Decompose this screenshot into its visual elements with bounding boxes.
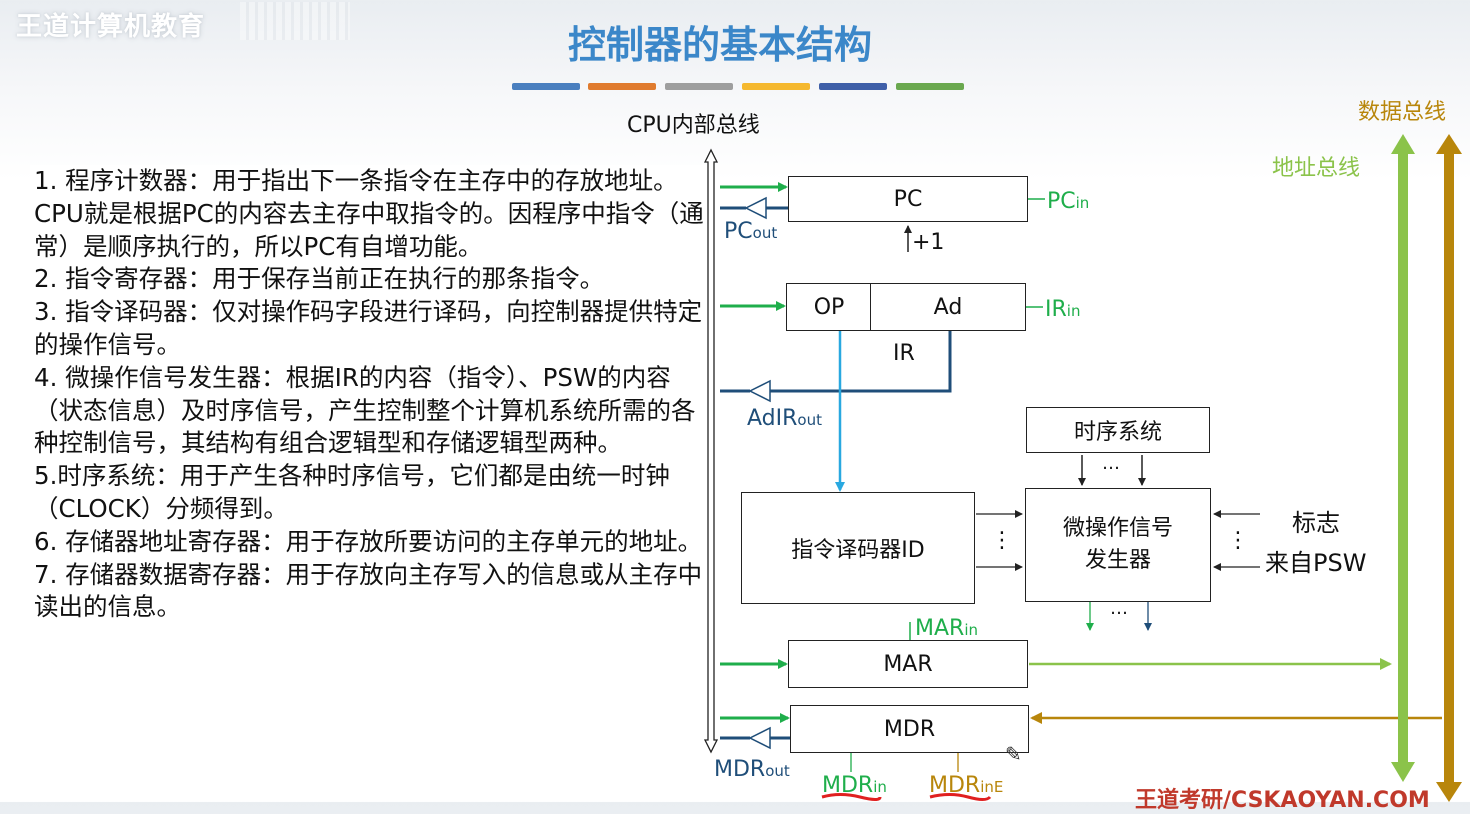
mdr-out-gate [748, 726, 771, 750]
pc-out-gate [744, 196, 767, 220]
ad-ir-out-gate [748, 379, 771, 403]
ir-register-label: IR [893, 341, 915, 366]
micro-op-label-line2: 发生器 [1084, 548, 1151, 573]
brand-logo-ghost [240, 2, 350, 40]
ad-ir-out-signal: AdIRout [747, 406, 822, 431]
ir-op-field: OP [786, 283, 872, 331]
annotation-mark-1 [821, 793, 882, 801]
mar-in-signal: MARin [915, 616, 979, 641]
increment-label: +1 [912, 230, 945, 255]
mdr-out-signal: MDRout [714, 757, 790, 782]
desc-item-id: 3. 指令译码器：仅对操作码字段进行译码，向控制器提供特定的操作信号。 [34, 297, 703, 359]
title-strip-2 [588, 83, 656, 90]
title-strip-6 [896, 83, 964, 90]
timing-dots: … [1102, 453, 1120, 474]
title-strip-1 [512, 83, 580, 90]
micro-output-dots: … [1110, 598, 1128, 619]
title-strip-5 [819, 83, 887, 90]
flag-label: 标志 [1292, 509, 1340, 537]
title-strip-4 [742, 83, 810, 90]
address-bus-label: 地址总线 [1272, 156, 1361, 181]
pc-register-label: PC [893, 186, 923, 212]
cpu-internal-bus-label: CPU内部总线 [627, 113, 760, 138]
annotation-mark-2 [929, 793, 992, 801]
timing-system-label: 时序系统 [1073, 420, 1162, 445]
desc-item-timing: 5.时序系统：用于产生各种时序信号，它们都是由统一时钟（CLOCK）分频得到。 [34, 461, 670, 523]
page-title: 控制器的基本结构 [568, 23, 873, 67]
ir-op-label: OP [813, 294, 845, 320]
timing-system-box: 时序系统 [1026, 407, 1210, 453]
flag-vdots: ⋮ [1227, 528, 1249, 553]
desc-item-mdr: 7. 存储器数据寄存器：用于存放向主存写入的信息或从主存中读出的信息。 [34, 559, 703, 622]
mdr-register: MDR [790, 705, 1029, 753]
data-bus [1436, 134, 1462, 802]
pencil-icon: ✎ [1005, 742, 1022, 766]
ir-in-signal: IRin [1045, 297, 1081, 322]
micro-op-generator-box: 微操作信号 发生器 [1025, 488, 1211, 602]
pc-out-signal: PCout [724, 219, 778, 244]
mdr-in-signal: MDRin [822, 773, 887, 798]
desc-item-micro: 4. 微操作信号发生器：根据IR的内容（指令）、PSW的内容（状态信息）及时序信… [34, 362, 696, 458]
mdr-ine-signal: MDRinE [929, 773, 1004, 798]
ir-ad-field: Ad [870, 283, 1026, 331]
instruction-decoder-label: 指令译码器ID [791, 538, 925, 563]
psw-label: 来自PSW [1265, 549, 1367, 577]
decoder-vdots: ⋮ [991, 528, 1013, 553]
title-strip-3 [665, 83, 733, 90]
watermark: 王道考研/CSKAOYAN.COM [1135, 788, 1430, 813]
address-bus [1391, 134, 1415, 782]
instruction-decoder-box: 指令译码器ID [741, 492, 975, 604]
data-bus-label: 数据总线 [1358, 100, 1447, 125]
ir-ad-label: Ad [933, 294, 963, 320]
desc-item-mar: 6. 存储器地址寄存器：用于存放所要访问的主存单元的地址。 [34, 526, 703, 556]
description-list: 1. 程序计数器：用于指出下一条指令在主存中的存放地址。CPU就是根据PC的内容… [30, 165, 708, 625]
mar-register: MAR [788, 640, 1028, 688]
desc-item-ir: 2. 指令寄存器：用于保存当前正在执行的那条指令。 [34, 264, 605, 294]
micro-op-label-line1: 微操作信号 [1062, 516, 1173, 541]
mdr-register-label: MDR [883, 716, 936, 742]
desc-item-pc: 1. 程序计数器：用于指出下一条指令在主存中的存放地址。CPU就是根据PC的内容… [34, 166, 704, 261]
ad-ir-out-wire [770, 330, 952, 393]
mar-register-label: MAR [883, 651, 933, 677]
brand-logo: 王道计算机教育 [16, 12, 206, 42]
pc-in-signal: PCin [1047, 189, 1090, 214]
pc-register: PC [788, 176, 1028, 222]
cpu-internal-bus [703, 148, 719, 754]
